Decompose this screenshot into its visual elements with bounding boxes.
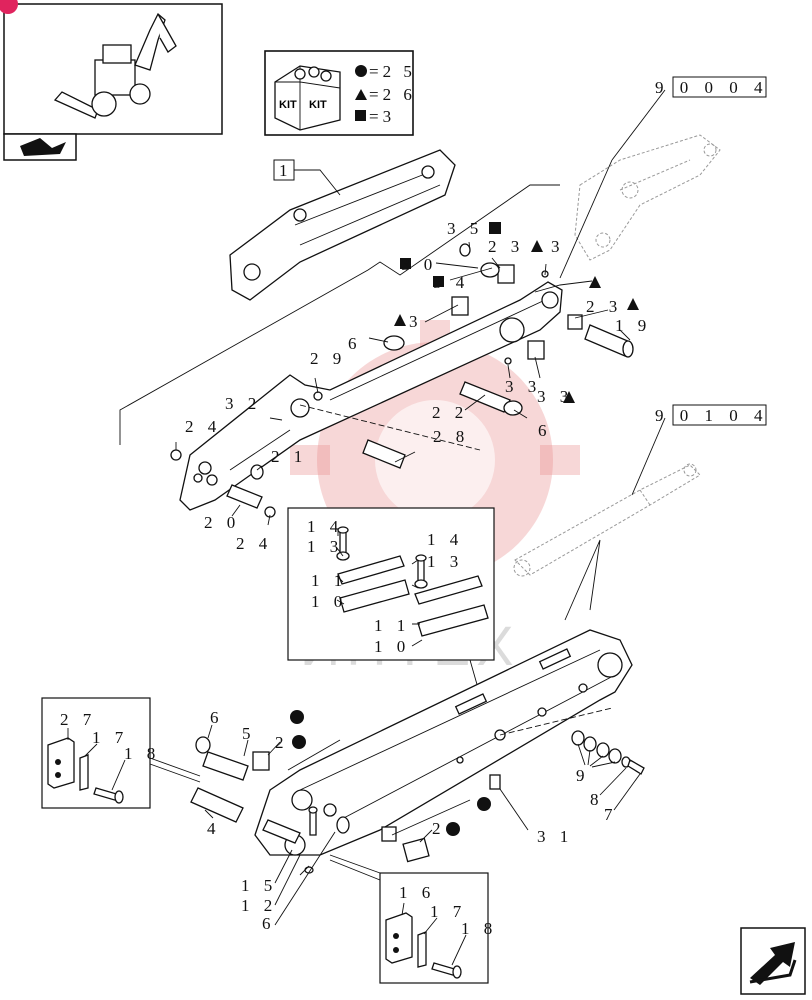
ref-top-text: 9 0 0 0 4	[655, 78, 769, 97]
callout-14a: 1 4	[307, 517, 343, 536]
triangle-kit-icon	[355, 89, 367, 100]
square-kit-icon	[355, 110, 366, 121]
dipper-assembly-context	[229, 149, 456, 301]
nav-arrow-icon[interactable]	[20, 138, 66, 156]
callout-33b: 3 3	[537, 387, 573, 406]
circle-kit-icon	[355, 65, 367, 77]
callout-17a: 1 7	[92, 728, 128, 747]
detail-box-16	[329, 854, 489, 984]
reference-box-mid[interactable]: 9 0 1 0 4	[655, 404, 769, 426]
callout-5: 5	[242, 724, 256, 743]
callout-6c: 6	[210, 708, 224, 727]
callout-2b: 2	[432, 819, 446, 838]
circle-kit-text: =2 5	[369, 62, 416, 81]
callout-8: 8	[590, 790, 604, 809]
ref-mid-text: 9 0 1 0 4	[655, 406, 769, 425]
kit-legend: KIT KIT =2 5 =2 6 =3	[264, 50, 416, 136]
callout-21: 2 1	[271, 447, 307, 466]
callout-32: 3 2	[225, 394, 261, 413]
callout-14b: 1 4	[427, 530, 463, 549]
reference-box-top[interactable]: 9 0 0 0 4	[655, 76, 769, 98]
bushings-top	[170, 243, 583, 518]
callout-labels: 3 5 3 0 3 4 2 3 3 2 3 1 9 3 6 2 9 3 3 3 …	[60, 219, 651, 938]
callout-27: 2 7	[60, 710, 96, 729]
callout-34: 3 4	[433, 273, 469, 292]
callout-24a: 2 4	[185, 417, 221, 436]
callout-12: 1 2	[241, 896, 277, 915]
callout-16: 1 6	[399, 883, 435, 902]
callout-33: 3 3	[505, 377, 541, 396]
callout-7: 7	[604, 805, 618, 824]
callout-13a: 1 3	[307, 537, 343, 556]
pin-22	[459, 381, 511, 413]
kit-markers-bottom	[290, 710, 491, 836]
callout-6a: 6	[348, 334, 362, 353]
leaders-top	[175, 241, 631, 526]
kit-markers-top	[394, 222, 639, 403]
lower-hardware	[190, 730, 645, 874]
callout-19: 1 9	[615, 316, 651, 335]
callout-18b: 1 8	[461, 919, 497, 938]
callout-10b: 1 0	[374, 637, 410, 656]
lower-dipper-arm	[254, 629, 633, 856]
callout-24b: 2 4	[236, 534, 272, 553]
next-page-arrow-icon[interactable]	[740, 927, 806, 995]
callout-18a: 1 8	[124, 744, 160, 763]
callout-35: 3 5	[447, 219, 483, 238]
callout-3b: 3	[409, 312, 423, 331]
callout-3a: 3	[551, 237, 565, 256]
callout-10a: 1 0	[311, 592, 347, 611]
callout-11b: 1 1	[374, 616, 410, 635]
callout-4: 4	[207, 819, 221, 838]
callout-28: 2 8	[433, 427, 469, 446]
kit-label-right: KIT	[309, 99, 327, 111]
callout-13b: 1 3	[427, 552, 463, 571]
kit-label-left: KIT	[279, 99, 297, 111]
callout-20: 2 0	[204, 513, 240, 532]
triangle-kit-text: =2 6	[369, 85, 416, 104]
machine-thumbnail	[0, 0, 223, 161]
callout-17b: 1 7	[430, 902, 466, 921]
callout-23b: 2 3	[586, 297, 622, 316]
square-kit-text: =3	[369, 107, 395, 126]
pin-19	[584, 324, 634, 358]
callout-11a: 1 1	[311, 571, 347, 590]
callout-1: 1	[279, 161, 293, 180]
callout-2a: 2	[275, 733, 289, 752]
ghost-arm-top	[574, 134, 721, 261]
detail-box-27	[41, 697, 201, 809]
callout-6d: 6	[262, 914, 276, 933]
pin-20	[226, 484, 263, 509]
pin-28	[362, 439, 406, 469]
upper-dipper-arm	[179, 281, 563, 511]
callout-9: 9	[576, 766, 590, 785]
leaders-bottom	[204, 724, 641, 926]
callout-15: 1 5	[241, 876, 277, 895]
callout-23a: 2 3	[488, 237, 524, 256]
callout-31: 3 1	[537, 827, 573, 846]
ghost-cylinder-mid	[513, 463, 701, 577]
callout-29: 2 9	[310, 349, 346, 368]
wear-pad-inset	[287, 507, 495, 661]
callout-6b: 6	[538, 421, 552, 440]
callout-22: 2 2	[432, 403, 468, 422]
callout-30: 3 0	[401, 255, 437, 274]
